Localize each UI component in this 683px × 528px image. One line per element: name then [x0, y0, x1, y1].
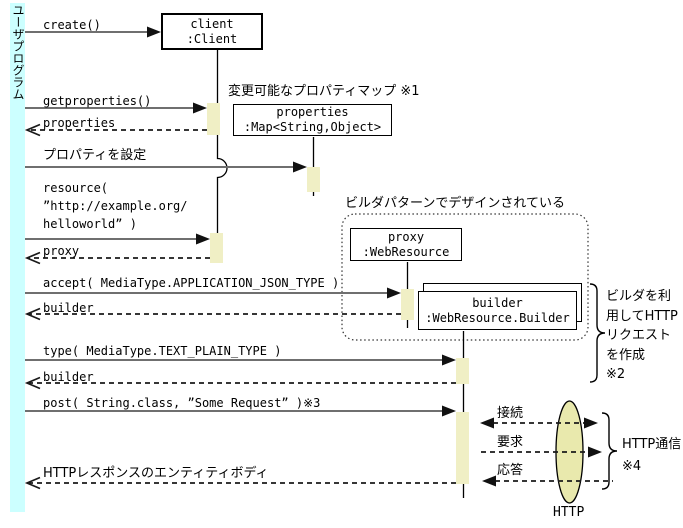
builder-usage-note: ビルダを利 用してHTTP リクエスト を作成 ※2 — [606, 289, 678, 382]
set-property-arrow — [25, 161, 307, 173]
proxy-return-label: proxy — [43, 244, 80, 258]
connect-arrow — [480, 417, 598, 429]
proxy-name: proxy — [387, 229, 425, 244]
client-box: client :Client — [161, 13, 263, 50]
proxy-activation — [401, 289, 414, 320]
builder-return-arrow-1 — [24, 307, 401, 321]
http-ellipse — [555, 400, 584, 504]
proxy-type: :WebResource — [362, 244, 450, 259]
builder-return-arrow-2 — [24, 376, 456, 390]
builder-pattern-note: ビルダパターンでデザインされている — [345, 196, 565, 211]
http-comm-note: HTTP通信 ※4 — [622, 437, 682, 474]
request-label: 要求 — [497, 435, 524, 450]
resource-arrow — [25, 233, 210, 245]
properties-type: :Map<String,Object> — [243, 120, 382, 134]
create-arrow — [25, 26, 161, 38]
client-activation-1 — [207, 103, 220, 135]
brace-builder-usage — [589, 283, 606, 383]
post-label: post( String.class, ”Some Request” )※3 — [43, 396, 321, 410]
builder-activation-1 — [456, 358, 469, 384]
brace-http-comm — [601, 412, 618, 490]
getproperties-arrow — [25, 102, 207, 114]
proxy-return-arrow — [24, 251, 210, 265]
http-response-return-arrow — [24, 476, 456, 490]
properties-name: properties — [276, 105, 349, 119]
builder-return-label-1: builder — [43, 301, 94, 315]
response-arrow — [482, 475, 613, 487]
client-name: client — [190, 16, 234, 31]
builder-return-label-2: builder — [43, 370, 94, 384]
user-program-bar: ユーザプログラム — [10, 3, 25, 512]
client-lifeline — [216, 49, 228, 263]
builder-box: builder :WebResource.Builder — [418, 291, 577, 330]
accept-label: accept( MediaType.APPLICATION_JSON_TYPE … — [43, 276, 340, 290]
user-program-label: ユーザプログラム — [11, 4, 25, 100]
client-type: :Client — [186, 31, 238, 46]
getproperties-label: getproperties() — [43, 94, 152, 108]
builder-name: builder — [472, 295, 523, 310]
properties-box: properties :Map<String,Object> — [233, 104, 392, 136]
builder-activation-2 — [456, 412, 469, 484]
type-label: type( MediaType.TEXT_PLAIN_TYPE ) — [43, 344, 282, 358]
set-property-label: プロパティを設定 — [43, 148, 147, 163]
post-arrow — [25, 405, 456, 417]
accept-arrow — [25, 287, 401, 299]
properties-note: 変更可能なプロパティマップ ※1 — [228, 84, 420, 99]
response-label: 応答 — [497, 463, 524, 478]
resource-label: resource( ”http://example.org/ helloworl… — [43, 181, 188, 231]
builder-type: :WebResource.Builder — [425, 310, 570, 325]
proxy-box: proxy :WebResource — [350, 228, 462, 261]
http-label: HTTP — [553, 505, 585, 520]
client-activation-2 — [210, 233, 223, 263]
properties-return-arrow — [24, 123, 207, 137]
request-arrow — [481, 446, 602, 458]
create-label: create() — [43, 18, 101, 32]
properties-activation — [307, 167, 320, 192]
type-arrow — [25, 354, 456, 366]
http-response-label: HTTPレスポンスのエンティティボディ — [43, 466, 269, 481]
connect-label: 接続 — [497, 406, 524, 421]
properties-return-label: properties — [43, 116, 116, 130]
